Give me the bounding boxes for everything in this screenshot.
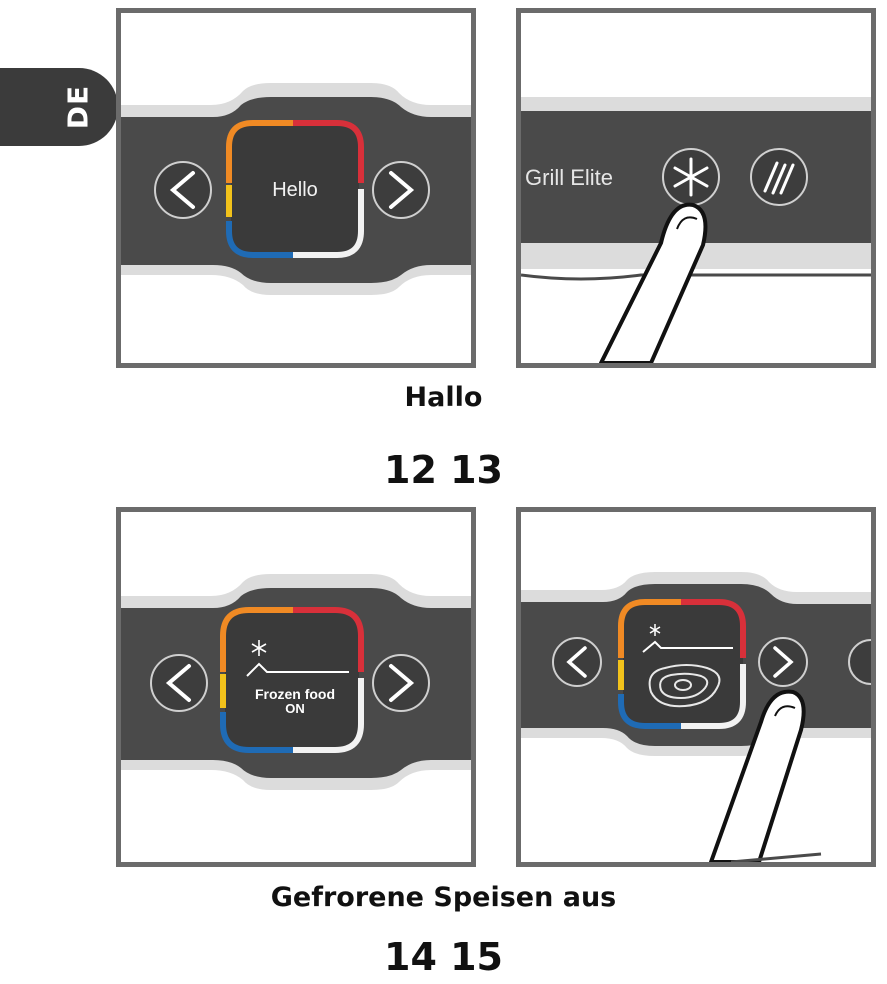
snowflake-icon (649, 624, 661, 636)
caption-frozen-food-off: Gefrorene Speisen aus (270, 882, 617, 913)
right-arrow-icon (389, 171, 415, 209)
right-arrow-icon (773, 646, 794, 678)
steak-icon (648, 664, 721, 708)
left-arrow-icon (165, 664, 191, 702)
finger-icon (599, 202, 708, 363)
left-arrow-icon (169, 171, 195, 209)
finger-icon (709, 689, 806, 862)
language-tab-label: DE (61, 84, 95, 130)
screen-frozen-food-text: Frozen food (255, 686, 335, 702)
screen-hello-text: Hello (272, 179, 318, 201)
caption-hallo: Hallo (404, 382, 483, 413)
sear-lines-icon (763, 161, 795, 195)
left-arrow-icon (566, 646, 587, 678)
panel-14: Frozen food ON (116, 507, 476, 867)
figure-numbers-bottom: 14 15 (384, 935, 503, 979)
panel-15 (516, 507, 876, 867)
screen-on-text: ON (285, 701, 305, 716)
figure-numbers-top: 12 13 (384, 448, 503, 492)
snowflake-icon (251, 640, 267, 656)
right-arrow-icon (389, 664, 415, 702)
food-line-icon (246, 662, 349, 677)
brand-text: Grill Elite (525, 165, 613, 190)
language-tab: DE (0, 68, 118, 146)
panel-12: Hello (116, 8, 476, 368)
snowflake-icon (673, 157, 709, 197)
right-arrow-button[interactable] (758, 637, 808, 687)
panel-13: Grill Elite (516, 8, 876, 368)
